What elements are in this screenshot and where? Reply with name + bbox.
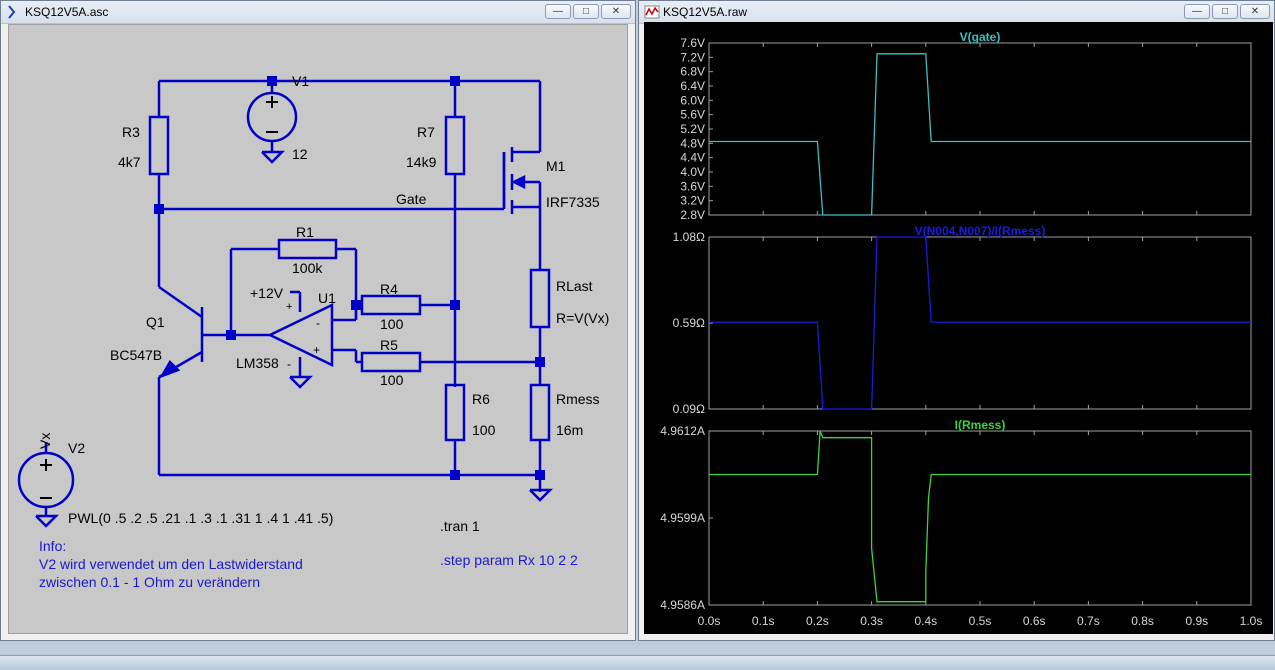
y-tick-label: 4.4V (680, 151, 705, 165)
x-tick-label: 0.1s (752, 614, 775, 628)
pane-frame (708, 42, 1252, 216)
trace-title: V(gate) (960, 30, 1001, 44)
step-directive: .step param Rx 10 2 2 (440, 552, 578, 568)
r4-label: R4 (380, 281, 398, 297)
y-tick-label: 3.2V (680, 194, 705, 208)
r7-label: R7 (417, 124, 435, 140)
q1-value: BC547B (110, 347, 162, 363)
r3-value: 4k7 (118, 154, 141, 170)
y-tick-label: 4.9612A (660, 424, 705, 438)
y-tick-label: 7.2V (680, 50, 705, 64)
r5-value: 100 (380, 372, 404, 388)
x-tick-label: 0.0s (698, 614, 721, 628)
rmess-label: Rmess (556, 391, 600, 407)
x-tick-label: 0.6s (1023, 614, 1046, 628)
v1-value: 12 (292, 146, 308, 162)
m1-value: IRF7335 (546, 194, 600, 210)
y-tick-label: 3.6V (680, 179, 705, 193)
u1-value: LM358 (236, 355, 279, 371)
r5-label: R5 (380, 337, 398, 353)
trace-title: I(Rmess) (955, 418, 1006, 432)
rlast-label: RLast (556, 278, 593, 294)
x-tick-label: 0.9s (1185, 614, 1208, 628)
waveform-titlebar[interactable]: KSQ12V5A.raw — □ ✕ (639, 1, 1274, 24)
schematic-title: KSQ12V5A.asc (25, 5, 109, 19)
x-tick-label: 0.3s (860, 614, 883, 628)
taskbar (0, 655, 1275, 670)
schematic-window: KSQ12V5A.asc — □ ✕ (0, 0, 636, 641)
opamp-minus-pin: - (316, 316, 320, 330)
x-tick-label: 0.5s (969, 614, 992, 628)
close-button[interactable]: ✕ (1240, 4, 1270, 19)
y-tick-label: 6.4V (680, 79, 705, 93)
x-tick-label: 1.0s (1240, 614, 1263, 628)
r7-value: 14k9 (406, 154, 437, 170)
y-tick-label: 4.0V (680, 165, 705, 179)
trace-title: V(N004,N007)/I(Rmess) (915, 224, 1046, 238)
waveform-title: KSQ12V5A.raw (663, 5, 748, 19)
x-tick-label: 0.7s (1077, 614, 1100, 628)
opamp-plus-pin: + (286, 301, 292, 313)
trace-line (709, 53, 1251, 216)
close-button[interactable]: ✕ (601, 4, 631, 19)
rlast-value: R=V(Vx) (556, 310, 609, 326)
r4-value: 100 (380, 316, 404, 332)
info-line-1: V2 wird verwendet um den Lastwiderstand (39, 556, 303, 572)
m1-label: M1 (546, 158, 566, 174)
vx-net-label: Vx (37, 433, 53, 449)
gate-net-label: Gate (396, 191, 427, 207)
x-tick-label: 0.8s (1131, 614, 1154, 628)
r6-value: 100 (472, 422, 496, 438)
v2-label: V2 (68, 440, 85, 456)
x-tick-label: 0.2s (806, 614, 829, 628)
y-tick-label: 7.6V (680, 36, 705, 50)
y-tick-label: 0.59Ω (673, 316, 705, 330)
y-tick-label: 4.9586A (660, 598, 705, 612)
y-tick-label: 4.9599A (660, 511, 705, 525)
y-tick-label: 5.6V (680, 108, 705, 122)
opamp-plus-input: + (313, 343, 320, 357)
u1-label: U1 (318, 290, 336, 306)
r3-label: R3 (122, 124, 140, 140)
rmess-value: 16m (556, 422, 583, 438)
schematic-titlebar[interactable]: KSQ12V5A.asc — □ ✕ (1, 1, 635, 24)
ltspice-schematic-icon (8, 5, 16, 19)
tran-directive: .tran 1 (440, 518, 480, 534)
opamp-minus-supply: - (287, 357, 291, 371)
schematic-canvas[interactable]: R3 4k7 V1 12 R7 14k9 M1 IRF7335 Gate R1 … (8, 24, 628, 634)
y-tick-label: 5.2V (680, 122, 705, 136)
pane-frame (708, 430, 1252, 606)
waveform-plots[interactable]: 7.6V7.2V6.8V6.4V6.0V5.6V5.2V4.8V4.4V4.0V… (644, 22, 1273, 634)
info-title: Info: (39, 538, 66, 554)
y-tick-label: 6.0V (680, 93, 705, 107)
waveform-app-icon (644, 5, 660, 19)
trace-line (709, 236, 1251, 410)
r1-value: 100k (292, 260, 323, 276)
y-tick-label: 4.8V (680, 136, 705, 150)
y-tick-label: 2.8V (680, 208, 705, 222)
r6-label: R6 (472, 391, 490, 407)
trace-line (709, 430, 1251, 603)
r1-label: R1 (296, 224, 314, 240)
opamp-supply-label: +12V (250, 285, 284, 301)
maximize-button[interactable]: □ (1212, 4, 1238, 19)
minimize-button[interactable]: — (1184, 4, 1210, 19)
maximize-button[interactable]: □ (573, 4, 599, 19)
info-line-2: zwischen 0.1 - 1 Ohm zu verändern (39, 574, 260, 590)
q1-label: Q1 (146, 314, 165, 330)
y-tick-label: 1.08Ω (673, 230, 705, 244)
v2-value: PWL(0 .5 .2 .5 .21 .1 .3 .1 .31 1 .4 1 .… (68, 510, 333, 526)
schematic-drawing: R3 4k7 V1 12 R7 14k9 M1 IRF7335 Gate R1 … (17, 73, 609, 590)
pane-frame (708, 236, 1252, 410)
y-tick-label: 6.8V (680, 65, 705, 79)
v1-label: V1 (292, 73, 309, 89)
y-tick-label: 0.09Ω (673, 402, 705, 416)
minimize-button[interactable]: — (545, 4, 571, 19)
x-tick-label: 0.4s (914, 614, 937, 628)
